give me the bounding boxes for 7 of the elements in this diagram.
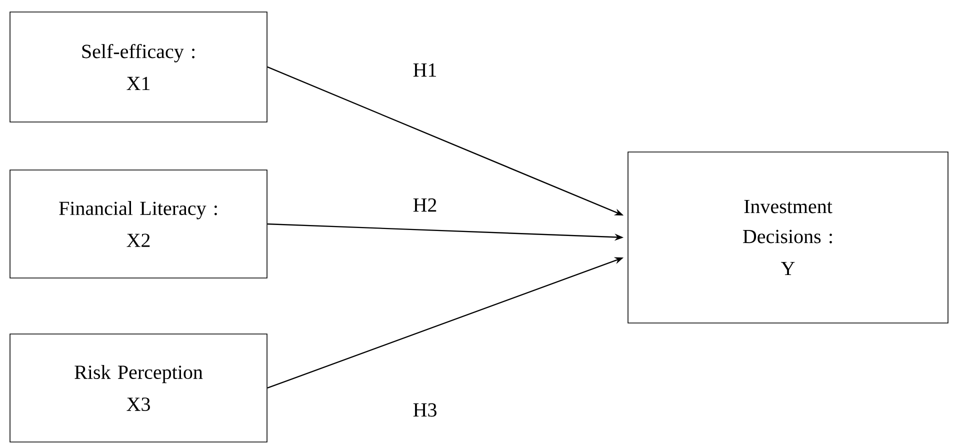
box: Self-efficacy : X1	[10, 12, 268, 122]
edge-label: H1	[412, 62, 438, 78]
box: Risk Perception X3	[10, 334, 268, 442]
edge-label: H2	[412, 197, 438, 213]
box: Investment Decisions : Y	[628, 152, 948, 324]
box: Financial Literacy : X2	[10, 170, 268, 278]
edge-label: H3	[412, 402, 438, 418]
